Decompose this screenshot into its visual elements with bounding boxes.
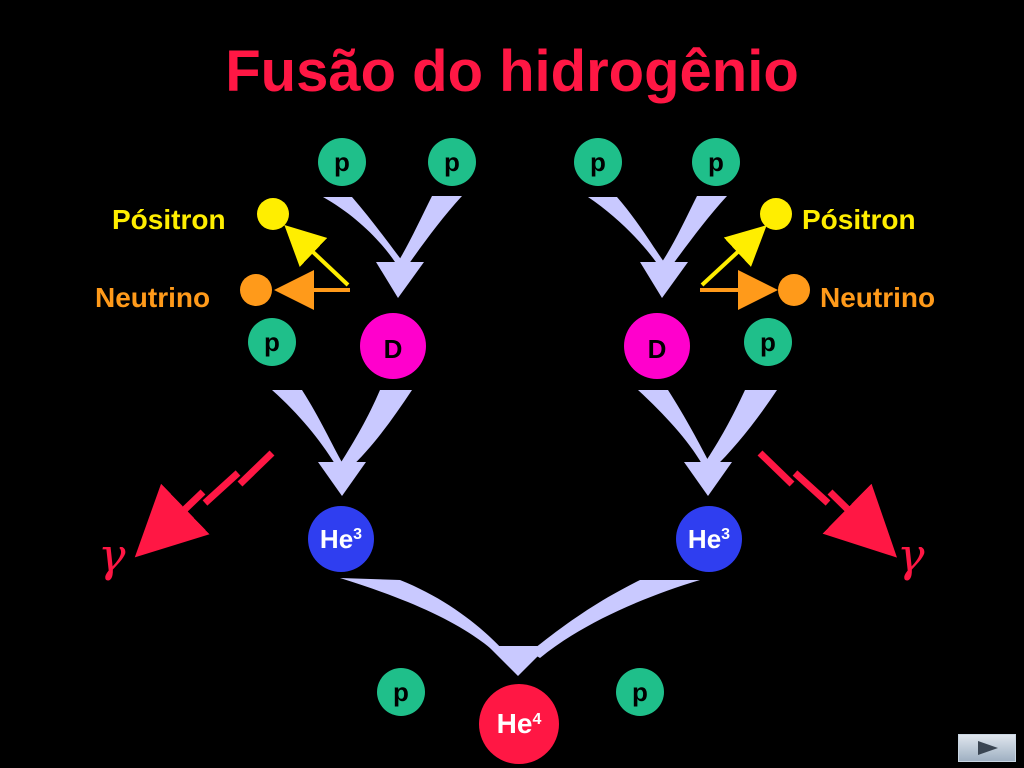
helium3-mass: 3 bbox=[721, 526, 731, 543]
helium-label: He bbox=[687, 524, 722, 554]
positron-dot-left bbox=[257, 198, 289, 230]
proton-top-2: p bbox=[428, 138, 476, 186]
gamma-symbol-left: γ bbox=[98, 528, 126, 582]
neutrino-dot-left bbox=[240, 274, 272, 306]
neutrino-label-left: Neutrino bbox=[95, 282, 211, 313]
proton-label: p bbox=[632, 677, 648, 707]
deuterium-label: D bbox=[383, 334, 403, 364]
merge-arrow-pp-left bbox=[323, 196, 462, 298]
proton-label: p bbox=[708, 147, 724, 177]
deuterium-label: D bbox=[647, 334, 667, 364]
neutrino-label-right: Neutrino bbox=[820, 282, 936, 313]
next-slide-button[interactable] bbox=[958, 734, 1016, 762]
play-next-icon bbox=[978, 741, 998, 755]
proton-label: p bbox=[393, 677, 409, 707]
deuterium-left: D bbox=[360, 313, 426, 379]
deuterium-right: D bbox=[624, 313, 690, 379]
merge-arrow-pp-right bbox=[588, 196, 727, 298]
positron-label-left: Pósitron bbox=[112, 204, 226, 235]
merge-arrow-pd-left bbox=[272, 390, 412, 496]
positron-label-right: Pósitron bbox=[802, 204, 916, 235]
positron-dot-right bbox=[760, 198, 792, 230]
page-title: Fusão do hidrogênio bbox=[225, 39, 799, 104]
proton-label: p bbox=[760, 327, 776, 357]
neutrino-dot-right bbox=[778, 274, 810, 306]
proton-mid-right: p bbox=[744, 318, 792, 366]
proton-top-4: p bbox=[692, 138, 740, 186]
proton-bottom-left: p bbox=[377, 668, 425, 716]
proton-bottom-right: p bbox=[616, 668, 664, 716]
gamma-ray-right bbox=[757, 450, 898, 558]
merge-arrow-pd-right bbox=[638, 390, 777, 496]
helium-label: He bbox=[496, 708, 533, 739]
proton-mid-left: p bbox=[248, 318, 296, 366]
helium3-mass: 3 bbox=[353, 526, 363, 543]
gamma-symbol-right: γ bbox=[897, 528, 925, 582]
proton-label: p bbox=[334, 147, 350, 177]
helium-label: He bbox=[319, 524, 354, 554]
merge-arrow-he3-he3 bbox=[340, 578, 700, 676]
helium4-mass: 4 bbox=[532, 711, 542, 728]
positron-arrow-left bbox=[284, 225, 350, 287]
positron-arrow-right bbox=[700, 225, 767, 287]
proton-label: p bbox=[444, 147, 460, 177]
proton-top-3: p bbox=[574, 138, 622, 186]
proton-top-1: p bbox=[318, 138, 366, 186]
proton-label: p bbox=[264, 327, 280, 357]
gamma-ray-left bbox=[134, 450, 275, 558]
proton-label: p bbox=[590, 147, 606, 177]
